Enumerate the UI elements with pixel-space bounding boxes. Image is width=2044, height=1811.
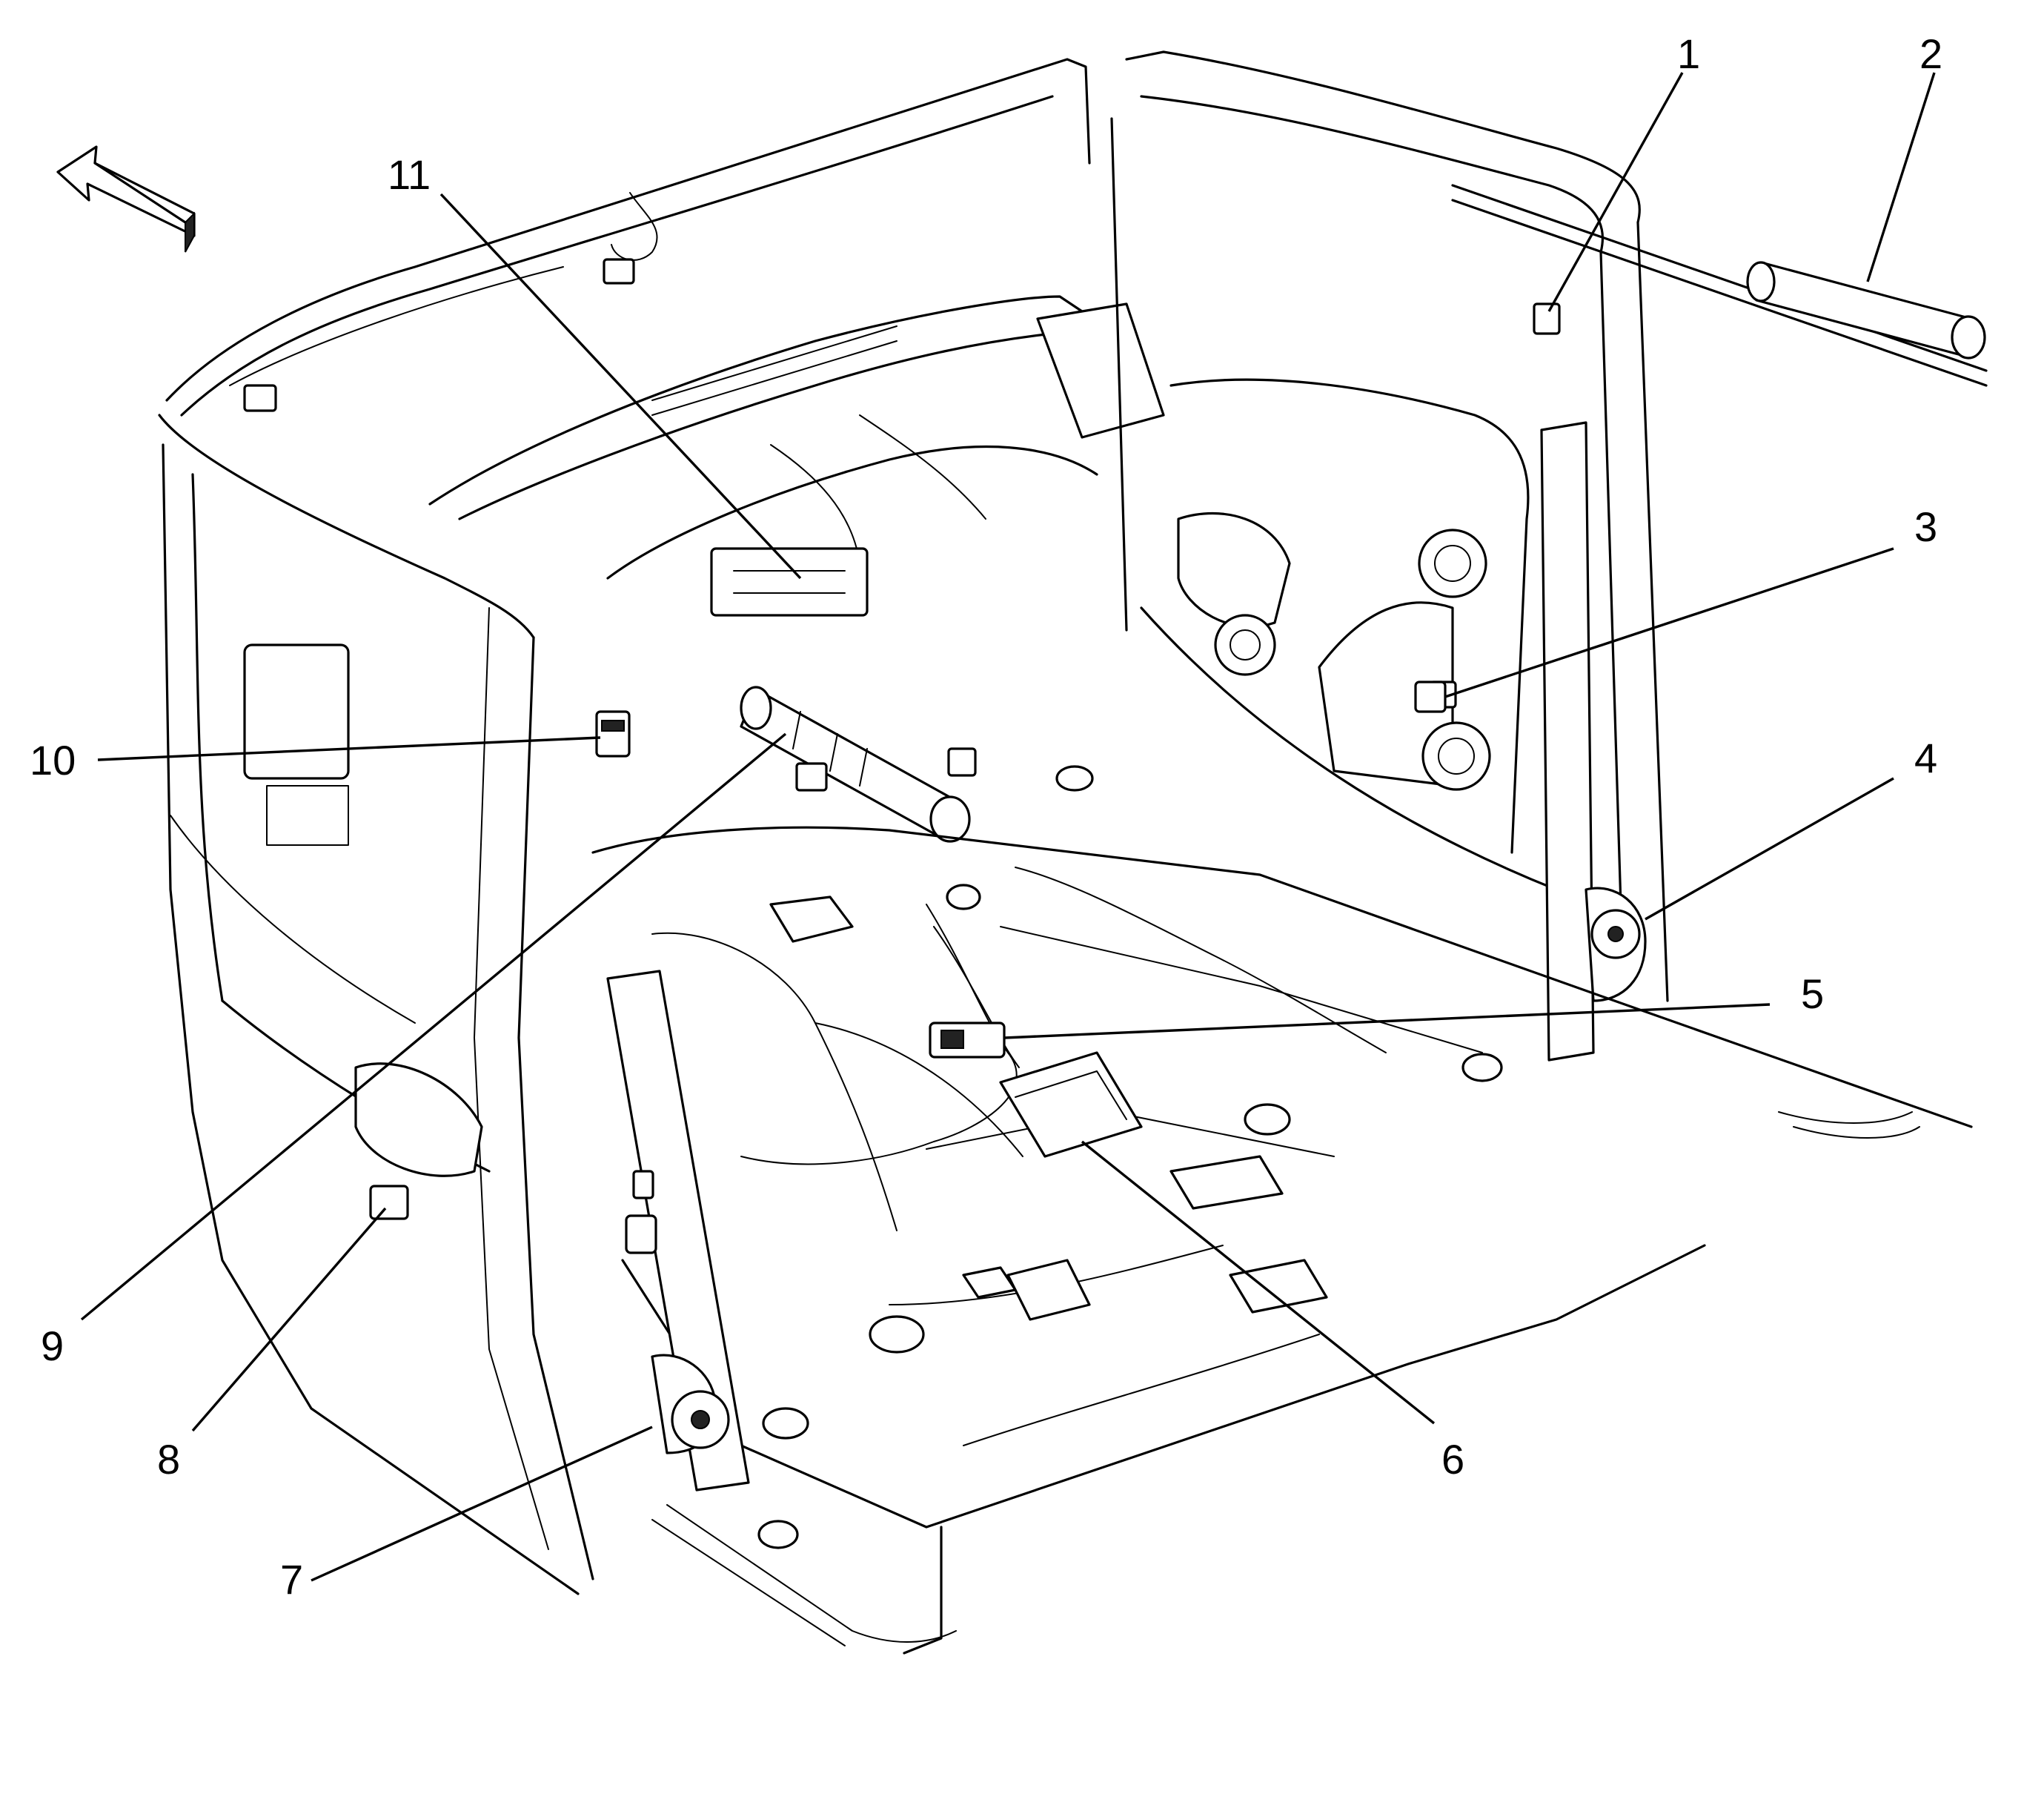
floor-pan [591, 765, 1973, 1655]
instrument-panel [428, 295, 1165, 617]
arrow-icon [56, 145, 196, 253]
leader-1 [1547, 72, 1684, 312]
leader-lines [80, 72, 1936, 1582]
callout-10: 10 [30, 737, 76, 784]
callout-3: 3 [1914, 503, 1937, 550]
drain-plug [757, 765, 1503, 1549]
callout-9: 9 [41, 1322, 64, 1369]
leader-3 [1444, 547, 1894, 698]
wiring-connector [929, 1022, 1006, 1059]
passenger-airbag-module [740, 686, 977, 843]
leader-2 [1866, 72, 1936, 282]
callout-4: 4 [1914, 735, 1937, 781]
left-b-pillar [606, 970, 750, 1491]
callout-8: 8 [157, 1436, 180, 1483]
side-impact-sensor-left [595, 710, 631, 758]
leader-9 [80, 732, 787, 1321]
callout-6: 6 [1441, 1436, 1464, 1483]
leader-5 [1003, 1003, 1771, 1039]
leader-6 [1081, 1140, 1436, 1425]
right-door-frame [1110, 50, 1669, 1002]
side-impact-sensor-right [1414, 681, 1447, 713]
callout-5: 5 [1801, 970, 1824, 1017]
left-door-frame [158, 414, 594, 1595]
door-pressure-sensor-left [369, 1185, 409, 1220]
leader-7 [311, 1426, 653, 1582]
callout-2: 2 [1919, 30, 1942, 77]
leader-4 [1645, 777, 1894, 921]
callout-11: 11 [388, 151, 431, 198]
right-b-pillar [1533, 302, 1647, 1062]
leader-11 [439, 193, 802, 580]
callout-7: 7 [280, 1556, 303, 1603]
roof-header [165, 58, 1091, 417]
sensing-diagnostic-module [999, 1051, 1143, 1158]
leader-10 [97, 736, 601, 761]
leader-8 [191, 1207, 387, 1432]
callout-labels: 1 2 3 4 5 6 7 8 9 10 11 [30, 30, 1942, 1603]
roof-rail-airbag [1451, 184, 1988, 387]
callout-1: 1 [1677, 30, 1700, 77]
